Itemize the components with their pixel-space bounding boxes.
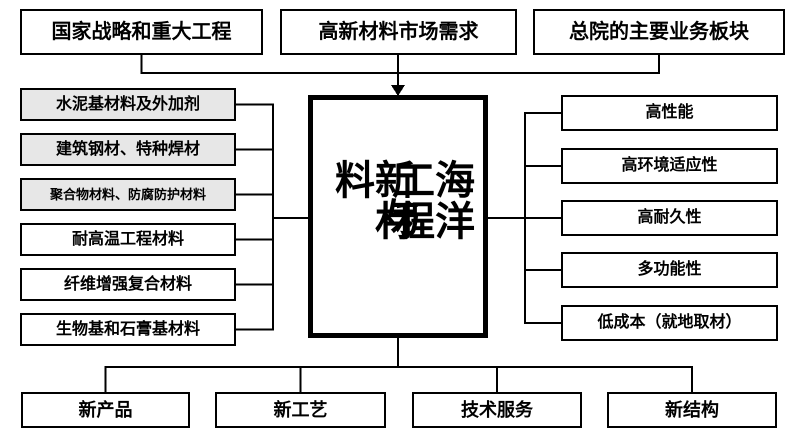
- node-environmental-adaptability: 高环境适应性: [561, 148, 778, 184]
- top-connectors: [140, 55, 660, 87]
- arrow-down-icon: [391, 85, 405, 96]
- center-text-marine-engineering: 海洋工程: [389, 158, 473, 241]
- node-low-cost-local-materials: 低成本（就地取材）: [561, 305, 778, 341]
- node-market-demand: 高新材料市场需求: [280, 9, 517, 55]
- node-fiber-composite-materials: 纤维增强复合材料: [20, 268, 236, 301]
- node-polymer-anticorrosion-materials: 聚合物材料、防腐防护材料: [20, 178, 236, 211]
- node-center-marine-engineering-new-materials: 海洋工程 与 新材料: [308, 95, 488, 338]
- center-text-new-materials: 新材料: [329, 158, 413, 241]
- node-steel-welding-materials: 建筑钢材、特种焊材: [20, 133, 236, 166]
- node-new-products: 新产品: [21, 392, 190, 428]
- node-new-structures: 新结构: [607, 392, 777, 428]
- node-technical-services: 技术服务: [412, 392, 582, 428]
- node-multifunctionality: 多功能性: [561, 252, 778, 288]
- node-business-sectors: 总院的主要业务板块: [533, 9, 785, 55]
- center-text-and: 与: [376, 196, 420, 237]
- node-cement-materials: 水泥基材料及外加剂: [20, 88, 236, 121]
- node-national-strategy: 国家战略和重大工程: [20, 9, 263, 55]
- left-connectors: [236, 103, 308, 331]
- node-high-performance: 高性能: [561, 95, 778, 131]
- node-bio-gypsum-materials: 生物基和石膏基材料: [20, 313, 236, 346]
- bottom-connectors: [104, 338, 693, 392]
- node-high-temperature-materials: 耐高温工程材料: [20, 223, 236, 256]
- node-new-processes: 新工艺: [215, 392, 386, 428]
- node-high-durability: 高耐久性: [561, 200, 778, 236]
- right-connectors: [488, 112, 561, 324]
